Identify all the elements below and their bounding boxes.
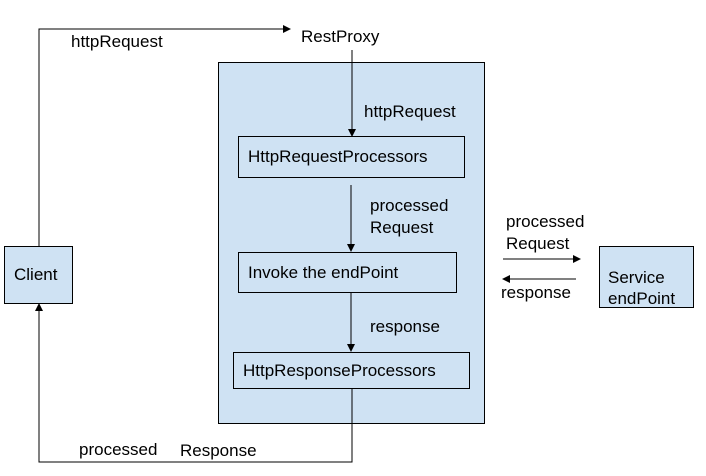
response-processors-node: HttpResponseProcessors [233, 352, 470, 389]
request-processors-node: HttpRequestProcessors [238, 136, 465, 178]
from-service-label: response [501, 283, 571, 302]
service-endpoint-node: Service endPoint [599, 246, 694, 308]
response-internal-label: response [370, 317, 440, 336]
processed-request-label-line1: processed [370, 196, 449, 215]
invoke-endpoint-node: Invoke the endPoint [238, 252, 457, 293]
request-processors-label: HttpRequestProcessors [248, 147, 428, 166]
client-node-label: Client [14, 265, 58, 284]
client-node: Client [4, 246, 73, 304]
response-processors-label: HttpResponseProcessors [243, 360, 436, 380]
restproxy-label: RestProxy [301, 27, 380, 46]
response-to-client-arrow [35, 303, 353, 463]
proxy-to-request-processors-label: httpRequest [364, 102, 456, 121]
to-service-label-line2: Request [506, 234, 570, 253]
back-to-client-label-response: Response [180, 441, 257, 460]
client-to-proxy-label: httpRequest [71, 32, 163, 51]
processed-request-label-line2: Request [370, 218, 434, 237]
service-endpoint-label-line1: Service [608, 268, 665, 287]
service-endpoint-label: Service endPoint [608, 267, 675, 309]
service-endpoint-label-line2: endPoint [608, 289, 676, 308]
invoke-endpoint-label: Invoke the endPoint [248, 262, 399, 282]
back-to-client-label-processed: processed [79, 440, 158, 459]
to-service-label-line1: processed [506, 212, 585, 231]
client-to-restproxy-arrow [38, 25, 291, 246]
